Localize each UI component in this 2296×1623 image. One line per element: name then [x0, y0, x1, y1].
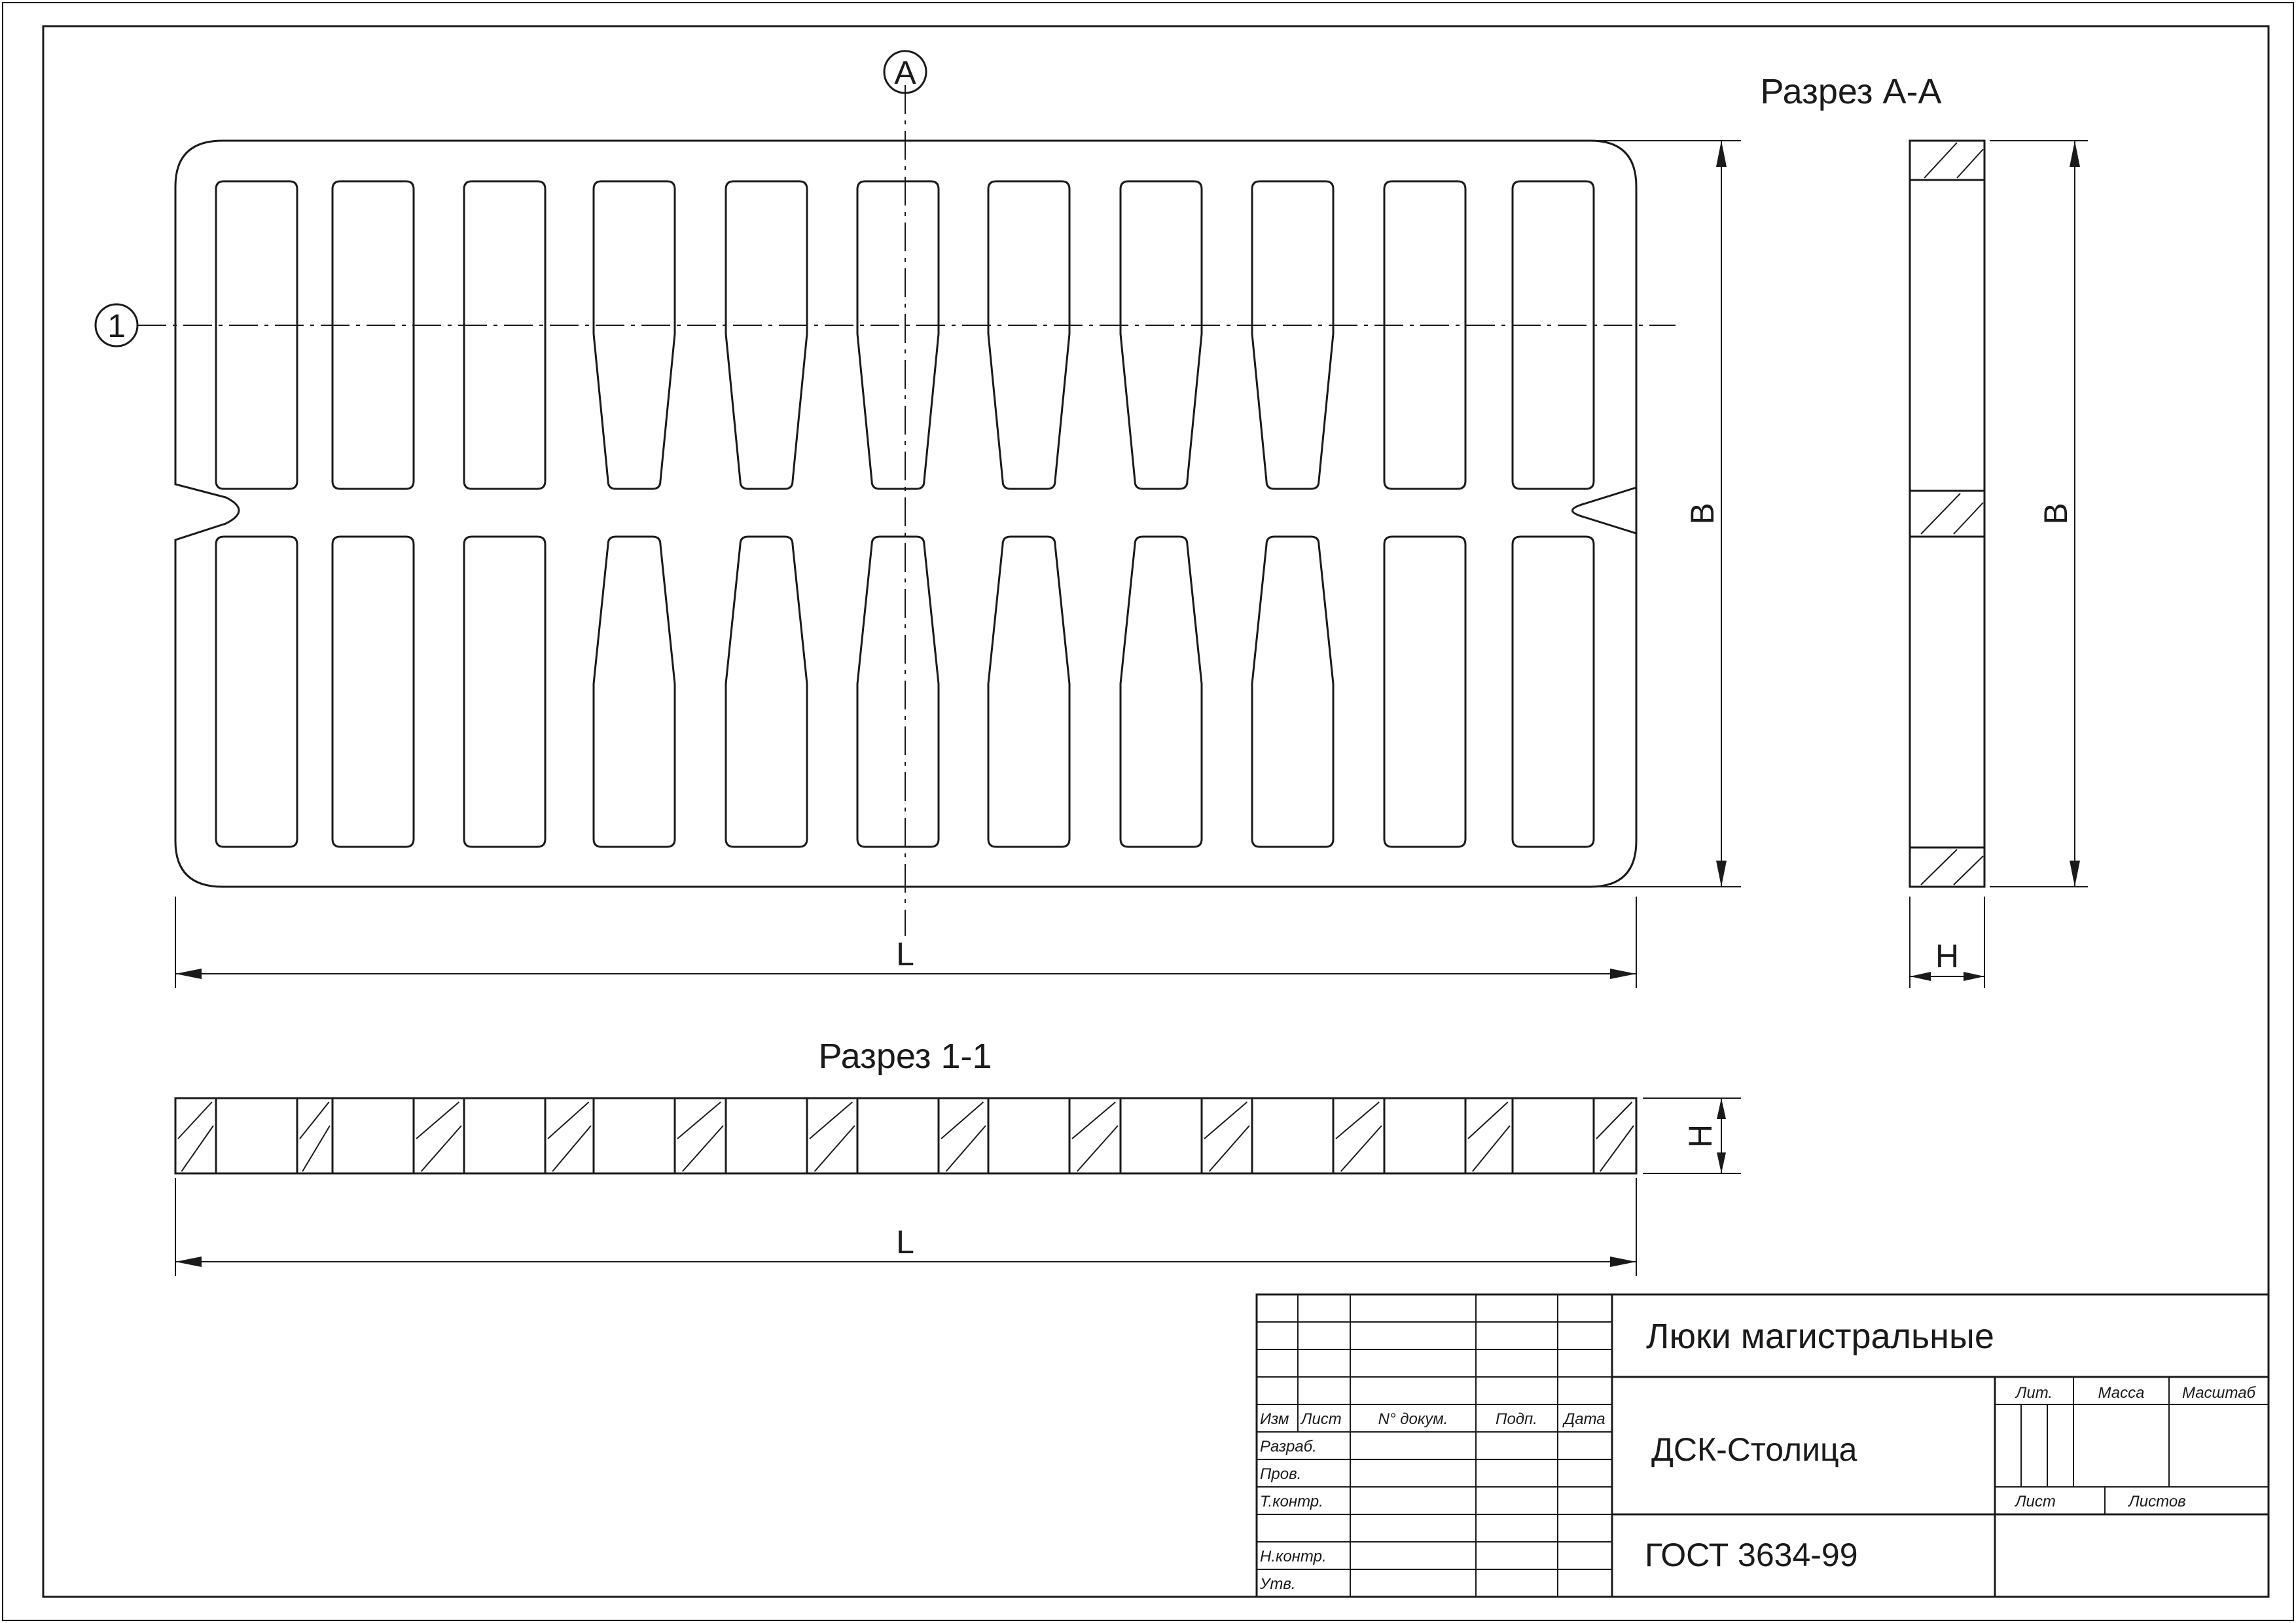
section-aa-view: Разрез А-А B H [1760, 72, 2088, 988]
section-11-view: Разрез 1-1 H L [174, 1037, 1741, 1276]
section-11-title: Разрез 1-1 [818, 1037, 992, 1076]
header-signature: Подп. [1496, 1410, 1537, 1428]
slot-bottom [1119, 535, 1203, 848]
slot-bottom [1511, 535, 1595, 848]
dimension-width-plan: B [1590, 140, 1741, 887]
header-list: Лист [1300, 1410, 1342, 1428]
drawing-title: Люки магистральные [1646, 1317, 1994, 1356]
rib-hatch [681, 1125, 724, 1172]
rib-hatch [420, 1125, 462, 1172]
slot-bottom [463, 535, 547, 848]
slot-bottom [215, 535, 298, 848]
sheet-label: Лист [2014, 1493, 2056, 1510]
row-tech-control: Т.контр. [1260, 1493, 1323, 1510]
slot-top [215, 180, 298, 490]
slot-top [987, 180, 1071, 490]
slot-bottom [592, 535, 676, 848]
slot-bottom [856, 535, 940, 848]
slot-top [1119, 180, 1203, 490]
rib-hatch [1204, 1101, 1247, 1139]
rib-hatch [1071, 1101, 1116, 1139]
slot-bottom [725, 535, 808, 848]
slot-top [1511, 180, 1595, 490]
rib-hatch [1472, 1125, 1511, 1172]
rib-hatch [547, 1101, 590, 1139]
title-block: Изм Лист N° докум. Подп. Дата Разраб. Пр… [1255, 1293, 2270, 1598]
rib-hatch [416, 1101, 459, 1139]
rib-hatch [941, 1101, 984, 1139]
rib-hatch [1467, 1101, 1509, 1139]
rib-hatch [677, 1101, 721, 1139]
lit-label: Лит. [2015, 1384, 2053, 1402]
axis-1-marker [94, 303, 139, 348]
rib-hatch [1596, 1101, 1633, 1139]
rib-hatch [945, 1125, 986, 1172]
rib-hatch [181, 1125, 214, 1172]
rib-hatch [299, 1101, 330, 1139]
sheets-label: Листов [2127, 1493, 2185, 1510]
axis-a-label: A [894, 54, 916, 91]
dimension-width-label: B [1684, 503, 1721, 524]
slot-top [725, 180, 808, 490]
header-date: Дата [1562, 1410, 1605, 1428]
grate-outline [174, 139, 1638, 888]
rib-hatch [177, 1101, 213, 1139]
slot-top [1251, 180, 1335, 490]
header-izm: Изм [1260, 1410, 1289, 1428]
slot-bottom [987, 535, 1071, 848]
rib-hatch [1340, 1125, 1382, 1172]
dimension-length-label: L [896, 936, 914, 972]
section-11-ribs [174, 1098, 1638, 1173]
slot-group [215, 180, 1595, 848]
grate-plan-view [174, 139, 1638, 888]
mass-label: Масса [2098, 1384, 2145, 1402]
axis-1-label: 1 [107, 308, 126, 344]
scale-label: Масштаб [2182, 1384, 2257, 1402]
slot-bottom [1251, 535, 1335, 848]
section-11-height-label: H [1682, 1124, 1719, 1148]
slot-top [1383, 180, 1467, 490]
standard-reference: ГОСТ 3634-99 [1645, 1537, 1858, 1573]
axis-a-marker [883, 50, 927, 94]
row-norm-control: Н.контр. [1260, 1548, 1327, 1565]
organization-name: ДСК-Столица [1651, 1431, 1857, 1468]
section-aa-title: Разрез А-А [1760, 72, 1941, 111]
slot-bottom [1383, 535, 1467, 848]
rib-hatch [814, 1125, 855, 1172]
dimension-length-plan: L [175, 897, 1637, 988]
slot-top [592, 180, 676, 490]
rib-hatch [552, 1125, 592, 1172]
drawing-frame [42, 25, 2270, 1598]
row-checked: Пров. [1260, 1465, 1301, 1483]
rib-hatch [809, 1101, 853, 1139]
slot-top [331, 180, 415, 490]
rib-hatch [1076, 1125, 1119, 1172]
rib-hatch [1335, 1101, 1380, 1139]
slot-bottom [331, 535, 415, 848]
rib-hatch [302, 1125, 331, 1172]
section-aa-height-label: H [1935, 938, 1959, 974]
rib-hatch [1208, 1125, 1250, 1172]
section-11-length-label: L [896, 1224, 914, 1260]
rib-hatch [1599, 1125, 1634, 1172]
header-doc-number: N° докум. [1378, 1410, 1448, 1428]
slot-top [856, 180, 940, 490]
section-aa-width-label: B [2037, 503, 2074, 524]
row-developed: Разраб. [1260, 1438, 1317, 1455]
row-approved: Утв. [1259, 1575, 1296, 1593]
slot-top [463, 180, 547, 490]
